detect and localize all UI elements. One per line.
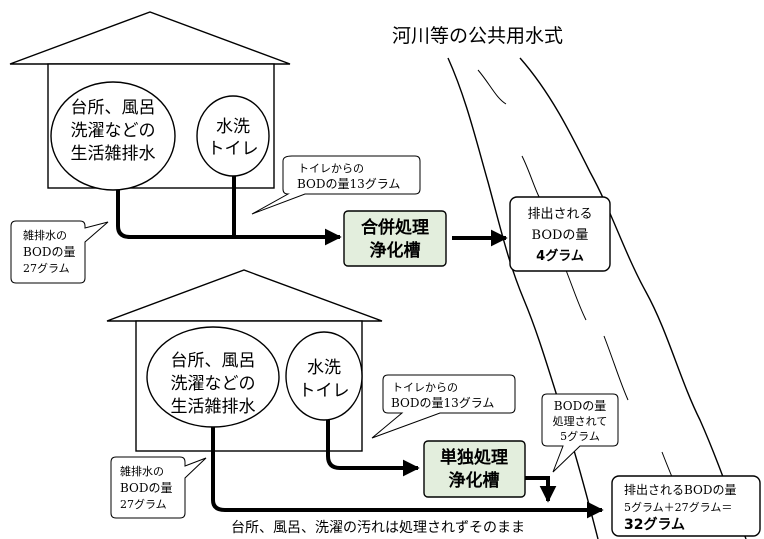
top-kitchen-line-3: 生活雑排水 — [71, 144, 156, 164]
bottom-toilet-callout-line-1: トイレからの — [392, 381, 458, 394]
bottom-toilet-callout-line-2: BODの量13グラム — [391, 396, 494, 410]
bottom-toilet-pipe — [326, 420, 420, 477]
bottom-treated-callout — [541, 393, 619, 473]
top-gray-callout — [10, 220, 109, 284]
bottom-gray-callout-line-1: 雑排水の — [120, 464, 164, 478]
top-discharge-line-2: BODの量 — [532, 228, 589, 243]
top-discharge-box — [509, 196, 611, 272]
top-toilet-line-2: トイレ — [208, 139, 259, 159]
bottom-treated-callout-line-3: 5グラム — [560, 429, 600, 443]
combined-tank-line-1: 合併処理 — [361, 217, 429, 238]
single-tank-line-1: 単独処理 — [440, 447, 508, 468]
bottom-tank-outflow — [525, 476, 557, 503]
bottom-discharge-line-3: 32グラム — [624, 516, 685, 533]
top-discharge-line-1: 排出される — [527, 207, 592, 222]
river — [447, 57, 747, 539]
bottom-gray-callout — [110, 456, 207, 519]
bottom-discharge-line-1: 排出されるBODの量 — [624, 483, 737, 497]
top-house-roof — [9, 11, 291, 65]
bottom-house-roof — [106, 269, 383, 322]
top-toilet-callout-line-1: トイレからの — [298, 162, 364, 175]
bottom-treated-callout-line-1: BODの量 — [554, 399, 607, 413]
top-gray-callout-line-1: 雑排水の — [23, 228, 67, 242]
bottom-toilet-line-2: トイレ — [299, 381, 350, 401]
combined-tank-box — [343, 210, 447, 267]
top-discharge-line-3: 4グラム — [536, 248, 584, 264]
river-left-bank — [447, 57, 599, 539]
single-tank-box — [423, 440, 526, 498]
bottom-gray-callout-line-2: BODの量 — [120, 481, 173, 495]
top-gray-callout-line-3: 27グラム — [23, 261, 70, 275]
top-gray-water-pipe — [116, 190, 342, 246]
river-ripple — [603, 335, 629, 401]
river-right-bank — [519, 57, 747, 539]
bottom-toilet-line-1: 水洗 — [307, 358, 341, 378]
single-tank-line-2: 浄化槽 — [449, 470, 500, 491]
top-kitchen-line-1: 台所、風呂 — [71, 98, 156, 118]
bottom-gray-water-pipe — [211, 427, 604, 519]
bottom-caption: 台所、風呂、洗濯の汚れは処理されずそのまま — [231, 520, 525, 536]
river-ripple — [477, 69, 507, 105]
top-toilet-line-1: 水洗 — [216, 117, 250, 137]
bottom-kitchen-line-2: 洗濯などの — [171, 374, 256, 394]
river-label: 河川等の公共用水式 — [392, 25, 563, 47]
bottom-kitchen-line-3: 生活雑排水 — [171, 397, 256, 417]
bottom-discharge-line-2: 5グラム＋27グラム＝ — [624, 500, 732, 514]
top-kitchen-bubble — [50, 81, 176, 191]
bottom-treated-callout-line-2: 処理されて — [553, 415, 608, 428]
bottom-toilet-callout — [371, 374, 516, 439]
top-toilet-callout — [251, 155, 421, 215]
combined-tank-line-2: 浄化槽 — [370, 240, 421, 261]
top-toilet-callout-line-2: BODの量13グラム — [297, 177, 400, 191]
bottom-discharge-box — [611, 475, 761, 537]
top-gray-callout-line-2: BODの量 — [23, 245, 76, 259]
bottom-kitchen-line-1: 台所、風呂 — [171, 351, 256, 371]
bottom-gray-callout-line-3: 27グラム — [120, 497, 167, 511]
top-kitchen-line-2: 洗濯などの — [71, 121, 156, 141]
bottom-toilet-bubble — [285, 331, 363, 421]
